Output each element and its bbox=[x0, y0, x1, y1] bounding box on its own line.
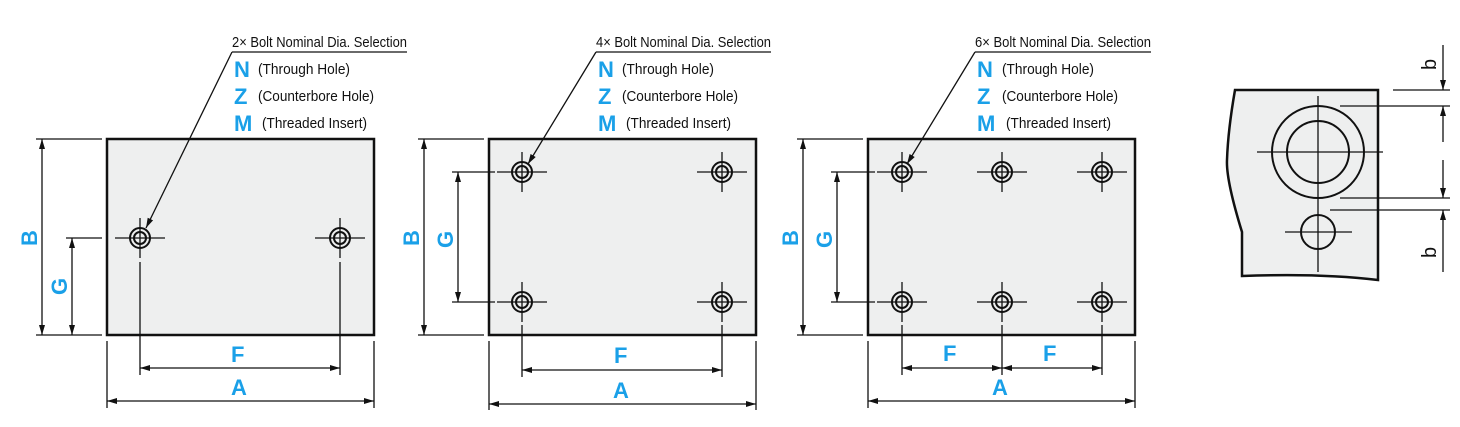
selection-title: 4× Bolt Nominal Dia. Selection bbox=[596, 34, 771, 51]
option-code-m: M bbox=[977, 111, 995, 136]
option-desc: (Counterbore Hole) bbox=[258, 88, 374, 105]
option-desc: (Counterbore Hole) bbox=[622, 88, 738, 105]
view-2-holes: B G F A 2× Bolt Nominal Dia. Selection N… bbox=[17, 34, 407, 408]
dim-f-label: F bbox=[1043, 341, 1056, 366]
option-code-z: Z bbox=[234, 84, 247, 109]
dim-f-label: F bbox=[231, 342, 244, 367]
plate bbox=[487, 137, 758, 337]
option-list: N (Through Hole) Z (Counterbore Hole) M … bbox=[977, 57, 1118, 136]
dim-f-label: F bbox=[614, 343, 627, 368]
option-desc: (Threaded Insert) bbox=[1006, 115, 1111, 132]
dim-a-label: A bbox=[613, 378, 629, 403]
option-list: N (Through Hole) Z (Counterbore Hole) M … bbox=[234, 57, 374, 136]
dim-b-label: B bbox=[17, 230, 42, 246]
option-code-n: N bbox=[977, 57, 993, 82]
option-desc: (Through Hole) bbox=[258, 61, 350, 78]
dim-a-label: A bbox=[231, 375, 247, 400]
option-code-z: Z bbox=[977, 84, 990, 109]
option-desc: (Through Hole) bbox=[622, 61, 714, 78]
dim-b-label: B bbox=[778, 230, 803, 246]
dim-b-label: B bbox=[399, 230, 424, 246]
dim-b-small-label: b bbox=[1419, 247, 1441, 258]
view-4-holes: B G F A 4× Bolt Nominal Dia. Selection N… bbox=[399, 34, 771, 410]
option-code-m: M bbox=[598, 111, 616, 136]
option-list: N (Through Hole) Z (Counterbore Hole) M … bbox=[598, 57, 738, 136]
edge-distance-detail: b b bbox=[1225, 45, 1450, 282]
option-code-z: Z bbox=[598, 84, 611, 109]
partial-plate bbox=[1225, 88, 1380, 282]
dim-g-label: G bbox=[47, 278, 72, 295]
leader-arrow bbox=[145, 51, 233, 229]
selection-title: 6× Bolt Nominal Dia. Selection bbox=[975, 34, 1151, 51]
dim-a-label: A bbox=[992, 375, 1008, 400]
option-desc: (Threaded Insert) bbox=[626, 115, 731, 132]
dim-g-label: G bbox=[812, 231, 837, 248]
option-desc: (Threaded Insert) bbox=[262, 115, 367, 132]
option-code-n: N bbox=[234, 57, 250, 82]
dim-b-small-label: b bbox=[1419, 59, 1441, 70]
view-6-holes: B G F F A 6× Bolt Nominal Dia. Selection… bbox=[778, 34, 1151, 408]
option-code-n: N bbox=[598, 57, 614, 82]
option-desc: (Through Hole) bbox=[1002, 61, 1094, 78]
dim-f-label: F bbox=[943, 341, 956, 366]
dim-g-label: G bbox=[433, 231, 458, 248]
option-code-m: M bbox=[234, 111, 252, 136]
option-desc: (Counterbore Hole) bbox=[1002, 88, 1118, 105]
selection-title: 2× Bolt Nominal Dia. Selection bbox=[232, 34, 407, 51]
